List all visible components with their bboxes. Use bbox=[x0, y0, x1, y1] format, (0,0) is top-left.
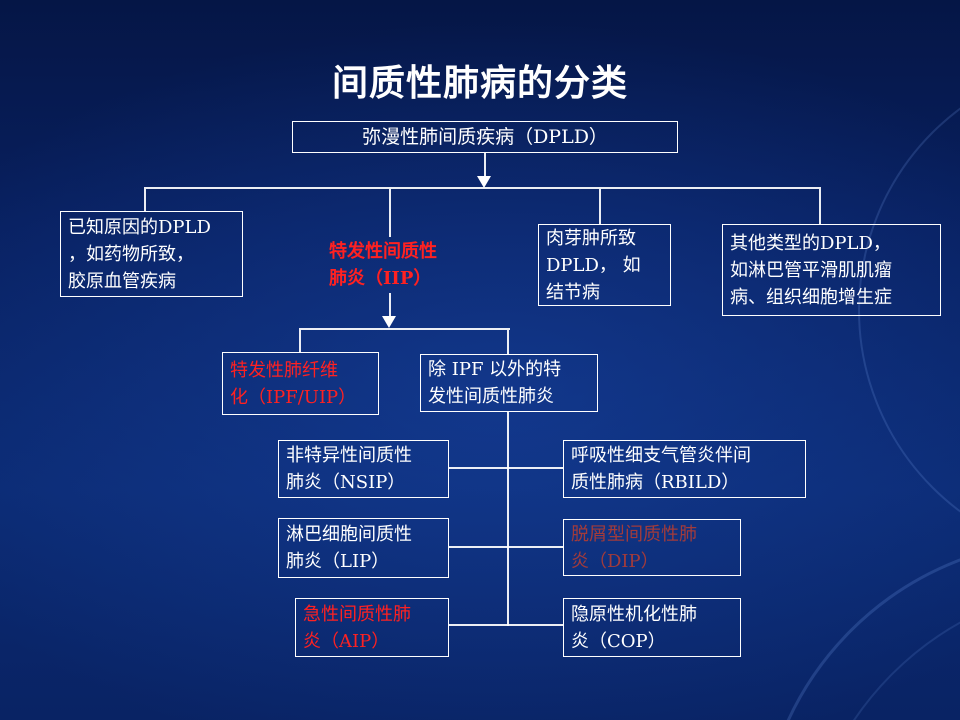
connector-to-known-cause bbox=[144, 189, 146, 211]
node-lip-label: 淋巴细胞间质性 肺炎（LIP） bbox=[286, 524, 412, 572]
node-other-dpld-label: 其他类型的DPLD， 如淋巴管平滑肌肌瘤 病、组织细胞增生症 bbox=[730, 232, 892, 308]
connector-nsip-rbild bbox=[449, 467, 563, 469]
background-swoosh-icon bbox=[758, 538, 960, 720]
node-dpld-root-label: 弥漫性肺间质疾病（DPLD） bbox=[362, 125, 608, 148]
node-non-ipf-iip: 除 IPF 以外的特 发性间质性肺炎 bbox=[420, 354, 598, 412]
node-nsip-label: 非特异性间质性 肺炎（NSIP） bbox=[286, 445, 412, 493]
connector-to-ipf bbox=[299, 330, 301, 352]
connector-aip-cop bbox=[449, 624, 563, 626]
connector-to-granuloma bbox=[599, 189, 601, 224]
connector-lip-dip bbox=[449, 546, 563, 548]
connector-level1-rail bbox=[144, 187, 821, 189]
node-iip: 特发性间质性 肺炎（IIP） bbox=[322, 237, 480, 293]
node-nsip: 非特异性间质性 肺炎（NSIP） bbox=[278, 440, 449, 498]
node-known-cause-dpld-label: 已知原因的DPLD ，如药物所致， 胶原血管疾病 bbox=[68, 216, 211, 292]
node-rbild: 呼吸性细支气管炎伴间 质性肺病（RBILD） bbox=[563, 440, 806, 498]
node-dpld-root: 弥漫性肺间质疾病（DPLD） bbox=[292, 121, 678, 153]
connector-to-iip bbox=[389, 189, 391, 237]
node-dip: 脱屑型间质性肺 炎（DIP） bbox=[563, 519, 741, 576]
node-aip-label: 急性间质性肺 炎（AIP） bbox=[303, 603, 411, 652]
arrow-down-icon bbox=[382, 316, 396, 328]
connector-non-ipf-trunk bbox=[507, 412, 509, 626]
node-non-ipf-iip-label: 除 IPF 以外的特 发性间质性肺炎 bbox=[428, 359, 562, 407]
node-granuloma-dpld-label: 肉芽肿所致 DPLD， 如 结节病 bbox=[546, 227, 641, 303]
connector-to-other-dpld bbox=[819, 189, 821, 224]
connector-root-stem bbox=[484, 153, 486, 178]
node-known-cause-dpld: 已知原因的DPLD ，如药物所致， 胶原血管疾病 bbox=[60, 211, 243, 297]
node-aip: 急性间质性肺 炎（AIP） bbox=[295, 598, 449, 657]
node-lip: 淋巴细胞间质性 肺炎（LIP） bbox=[278, 518, 449, 578]
node-iip-label: 特发性间质性 肺炎（IIP） bbox=[329, 241, 437, 289]
node-cop: 隐原性机化性肺 炎（COP） bbox=[563, 598, 741, 657]
connector-to-non-ipf bbox=[507, 330, 509, 354]
background-swoosh-icon bbox=[800, 582, 960, 720]
node-rbild-label: 呼吸性细支气管炎伴间 质性肺病（RBILD） bbox=[571, 445, 751, 493]
node-granuloma-dpld: 肉芽肿所致 DPLD， 如 结节病 bbox=[538, 224, 671, 306]
node-cop-label: 隐原性机化性肺 炎（COP） bbox=[571, 603, 697, 652]
node-other-dpld: 其他类型的DPLD， 如淋巴管平滑肌肌瘤 病、组织细胞增生症 bbox=[722, 224, 941, 316]
node-ipf-uip-label: 特发性肺纤维 化（IPF/UIP） bbox=[230, 359, 357, 408]
arrow-down-icon bbox=[477, 176, 491, 188]
node-dip-label: 脱屑型间质性肺 炎（DIP） bbox=[571, 523, 697, 572]
slide-title: 间质性肺病的分类 bbox=[331, 62, 628, 104]
connector-iip-stem bbox=[389, 293, 391, 317]
connector-level2-rail bbox=[299, 328, 510, 330]
node-ipf-uip: 特发性肺纤维 化（IPF/UIP） bbox=[222, 352, 379, 415]
